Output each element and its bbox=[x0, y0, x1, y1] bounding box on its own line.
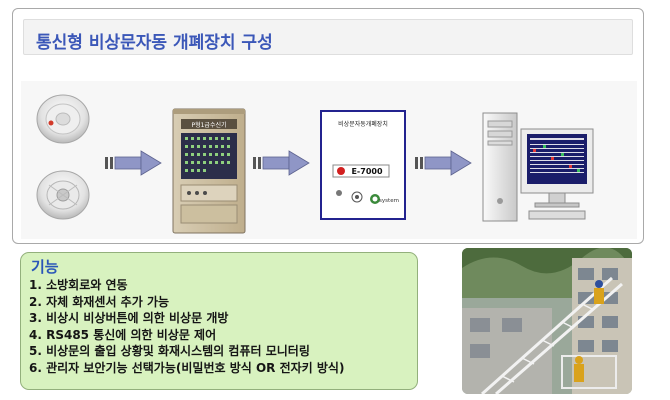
function-item: 3. 비상시 비상버튼에 의한 비상문 개방 bbox=[29, 311, 229, 325]
arrow-icon bbox=[105, 150, 162, 176]
controller-label: 비상문자동개폐장치 bbox=[338, 120, 388, 128]
installation-photo bbox=[462, 248, 632, 394]
page-title: 통신형 비상문자동 개폐장치 구성 bbox=[36, 33, 273, 53]
smoke-detector-icon bbox=[36, 94, 90, 144]
function-item: 5. 비상문의 출입 상황및 화재시스템의 컴퓨터 모니터링 bbox=[29, 344, 310, 358]
function-item: 4. RS485 통신에 의한 비상문 제어 bbox=[29, 327, 217, 342]
panel-label: P형1급수신기 bbox=[191, 121, 226, 129]
function-item: 2. 자체 화재센서 추가 가능 bbox=[29, 294, 170, 309]
controller-brand: system bbox=[379, 198, 399, 204]
door-controller-icon: 비상문자동개폐장치 E-7000 system bbox=[320, 110, 406, 220]
function-item: 6. 관리자 보안기능 선택가능(비밀번호 방식 OR 전자키 방식) bbox=[29, 360, 345, 375]
installation-photo-image bbox=[462, 248, 632, 394]
system-diagram-panel: 통신형 비상문자동 개폐장치 구성 bbox=[12, 8, 644, 244]
heat-detector-icon bbox=[36, 170, 90, 220]
title-bar: 통신형 비상문자동 개폐장치 구성 bbox=[23, 19, 633, 55]
functions-box: 기능 1. 소방회로와 연동 2. 자체 화재센서 추가 가능 3. 비상시 비… bbox=[20, 252, 418, 390]
diagram-svg: P형1급수신기 bbox=[36, 94, 594, 234]
arrow-icon bbox=[415, 150, 472, 176]
arrow-icon bbox=[253, 150, 310, 176]
fire-receiver-panel-icon: P형1급수신기 bbox=[172, 108, 246, 234]
functions-list: 1. 소방회로와 연동 2. 자체 화재센서 추가 가능 3. 비상시 비상버튼… bbox=[29, 277, 344, 376]
computer-icon bbox=[482, 112, 594, 222]
configuration-diagram: P형1급수신기 bbox=[21, 81, 637, 239]
functions-heading: 기능 bbox=[31, 258, 59, 276]
function-item: 1. 소방회로와 연동 bbox=[29, 278, 128, 292]
controller-display: E-7000 bbox=[351, 167, 382, 176]
